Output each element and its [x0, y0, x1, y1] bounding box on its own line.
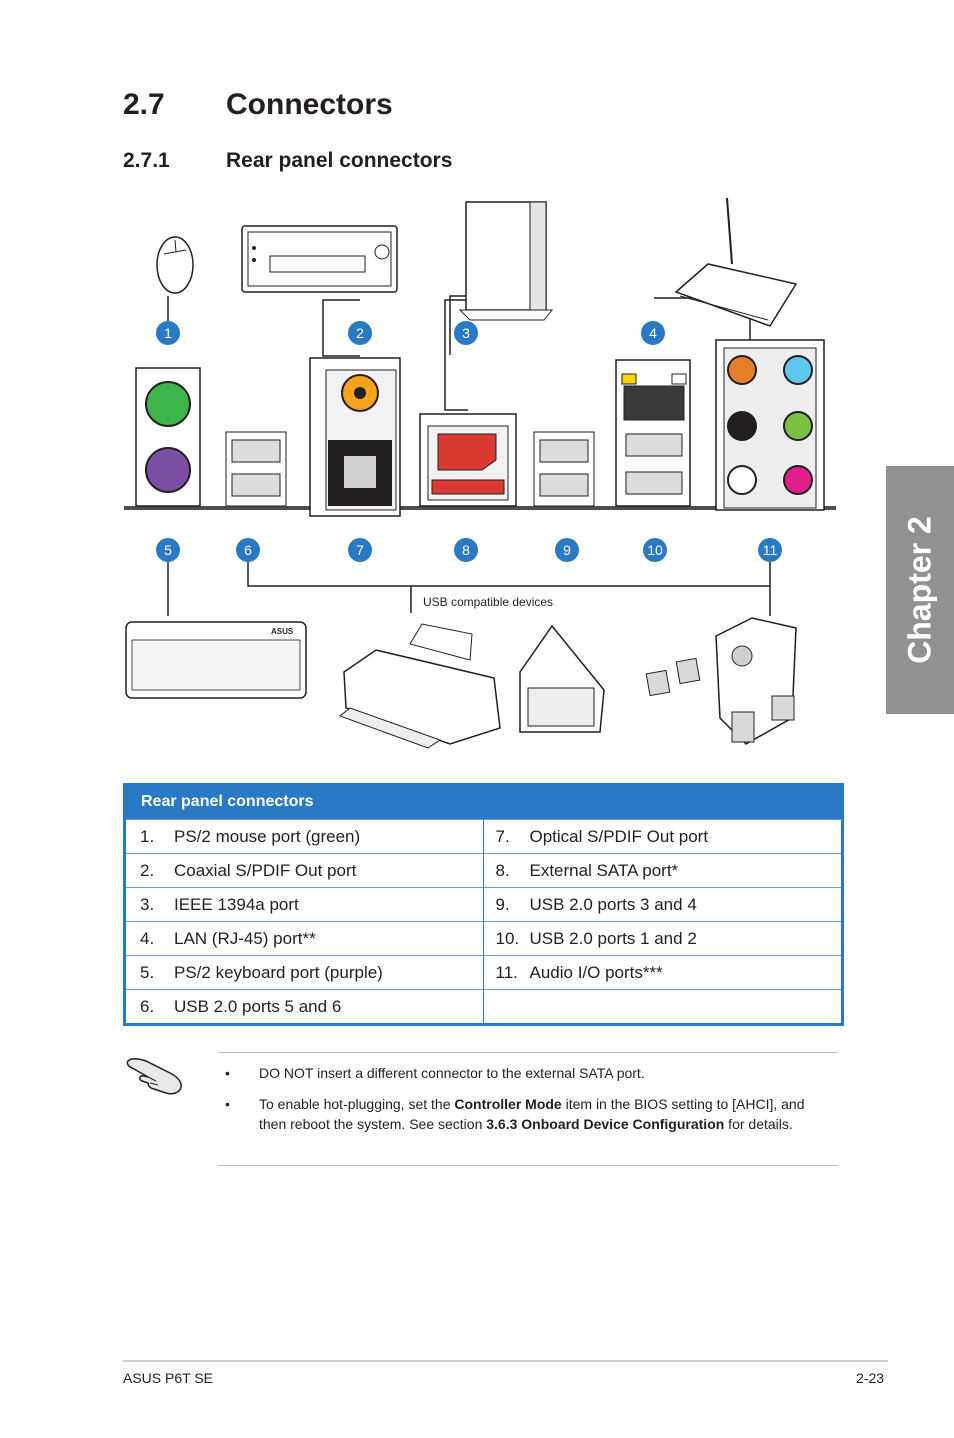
table-row: 5. PS/2 keyboard port (purple)	[126, 955, 483, 989]
row-label: PS/2 keyboard port (purple)	[174, 962, 383, 982]
chapter-tab: Chapter 2	[886, 466, 954, 714]
table-column-left: 1. PS/2 mouse port (green) 2. Coaxial S/PD…	[126, 819, 484, 1023]
callout-7	[348, 538, 372, 562]
row-label: Optical S/PDIF Out port	[529, 826, 709, 846]
pointing-hand-icon	[126, 1057, 182, 1095]
table-row: 8. External SATA port*	[483, 853, 841, 887]
row-label: USB 2.0 ports 1 and 2	[529, 928, 697, 948]
speakers-icon	[645, 617, 797, 745]
table-row: 7. Optical S/PDIF Out port	[483, 819, 841, 853]
callout-3	[454, 321, 478, 345]
section-title: Connectors	[226, 88, 393, 121]
callout-1	[156, 321, 180, 345]
callout-2	[348, 321, 372, 345]
row-label: External SATA port*	[529, 860, 679, 880]
callout-6	[236, 538, 260, 562]
row-number: 2.	[140, 860, 155, 880]
callout-2-label: 2	[356, 325, 364, 341]
bullet: •	[225, 1096, 230, 1112]
external-drive-icon	[458, 201, 554, 321]
callout-9	[555, 538, 579, 562]
note-text-part: To enable hot-plugging, set the	[259, 1096, 455, 1112]
footer-rule	[123, 1360, 888, 1362]
footer-product: ASUS P6T SE	[123, 1370, 214, 1386]
row-number: 4.	[140, 928, 155, 948]
callout-8-label: 8	[462, 542, 470, 558]
callout-10	[643, 538, 667, 562]
callout-1-label: 1	[164, 325, 172, 341]
row-label: Audio I/O ports***	[529, 962, 663, 982]
row-number: 10.	[495, 928, 520, 948]
connectors-table: Rear panel connectors 1. PS/2 mouse port …	[123, 783, 844, 1026]
table-row: 1. PS/2 mouse port (green)	[126, 819, 483, 853]
row-label: IEEE 1394a port	[174, 894, 299, 914]
note-bold-section: 3.6.3 Onboard Device Configuration	[486, 1116, 725, 1132]
av-receiver-icon	[241, 225, 398, 293]
router-icon	[674, 197, 798, 327]
row-number: 11.	[495, 962, 518, 982]
table-header: Rear panel connectors	[126, 783, 841, 819]
row-number: 5.	[140, 962, 155, 982]
usb-devices-label: USB compatible devices	[423, 595, 553, 609]
note-text-part: for details.	[724, 1116, 793, 1132]
callout-7-label: 7	[356, 542, 364, 558]
callout-6-label: 6	[244, 542, 252, 558]
row-number: 8.	[495, 860, 510, 880]
footer-page-number: 2-23	[856, 1370, 885, 1386]
note-text: To enable hot-plugging, set the Controll…	[259, 1094, 829, 1134]
callout-3-label: 3	[462, 325, 470, 341]
table-row: 10. USB 2.0 ports 1 and 2	[483, 921, 841, 955]
keyboard-icon: ASUS	[125, 621, 307, 699]
subsection-number: 2.7.1	[123, 149, 170, 172]
table-row: 9. USB 2.0 ports 3 and 4	[483, 887, 841, 921]
row-number: 9.	[495, 894, 510, 914]
mouse-icon	[156, 236, 194, 294]
rear-panel-diagram: ASUS 1 2 3 4 5 6	[124, 197, 836, 749]
row-number: 1.	[140, 826, 155, 846]
callout-11-label: 11	[763, 542, 778, 558]
row-number: 6.	[140, 996, 155, 1016]
row-label: USB 2.0 ports 3 and 4	[529, 894, 697, 914]
note-text: DO NOT insert a different connector to t…	[259, 1065, 645, 1081]
table-row: 4. LAN (RJ-45) port**	[126, 921, 483, 955]
callout-9-label: 9	[563, 542, 571, 558]
note-bold-setting: Controller Mode	[454, 1096, 562, 1112]
chapter-tab-label: Chapter 2	[901, 516, 938, 664]
table-row: 11. Audio I/O ports***	[483, 955, 841, 989]
row-label: PS/2 mouse port (green)	[174, 826, 361, 846]
scanner-icon	[519, 624, 605, 733]
printer-icon	[338, 623, 501, 749]
callout-8	[454, 538, 478, 562]
callout-5	[156, 538, 180, 562]
note-box: • DO NOT insert a different connector to…	[218, 1052, 838, 1166]
callout-11	[758, 538, 782, 562]
row-label: LAN (RJ-45) port**	[174, 928, 316, 948]
subsection-title: Rear panel connectors	[226, 149, 453, 172]
table-column-right: 7. Optical S/PDIF Out port 8. External SAT…	[483, 819, 841, 1023]
row-number: 3.	[140, 894, 155, 914]
callout-4	[641, 321, 665, 345]
row-label: Coaxial S/PDIF Out port	[174, 860, 357, 880]
table-row: 3. IEEE 1394a port	[126, 887, 483, 921]
callout-5-label: 5	[164, 542, 172, 558]
table-row	[483, 989, 841, 1023]
callout-4-label: 4	[649, 325, 657, 341]
row-label: USB 2.0 ports 5 and 6	[174, 996, 342, 1016]
bullet: •	[225, 1065, 230, 1081]
row-number: 7.	[495, 826, 510, 846]
section-number: 2.7	[123, 88, 165, 121]
note-text-part: item in the BIOS setting to [AHCI], and …	[259, 1096, 805, 1132]
callout-10-label: 10	[647, 542, 663, 558]
table-row: 2. Coaxial S/PDIF Out port	[126, 853, 483, 887]
table-row: 6. USB 2.0 ports 5 and 6	[126, 989, 483, 1023]
keyboard-brand: ASUS	[271, 627, 294, 636]
